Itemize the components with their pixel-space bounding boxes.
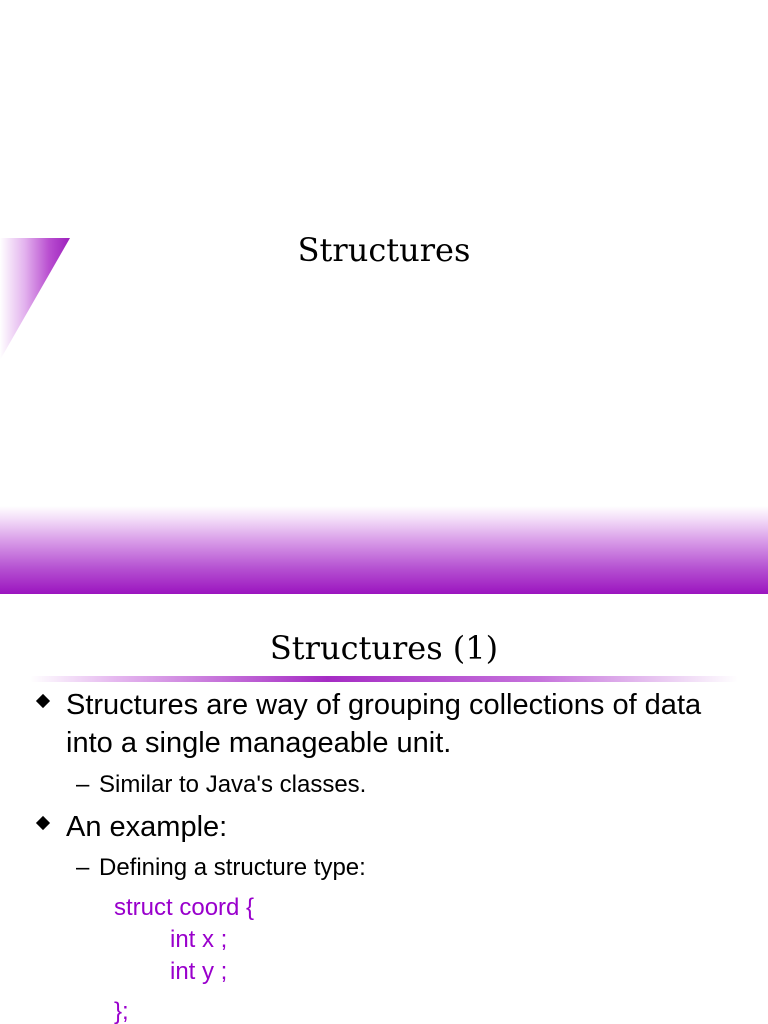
- title-slide: Structures: [0, 231, 768, 594]
- sub-bullet-item: – Similar to Java's classes.: [76, 769, 736, 801]
- bullet-text: An example:: [66, 811, 228, 843]
- sub-bullet-text: Similar to Java's classes.: [99, 771, 367, 798]
- bullet-text: Structures are way of grouping collectio…: [66, 689, 702, 759]
- code-line: };: [114, 998, 129, 1024]
- diamond-bullet-icon: [35, 815, 51, 831]
- title-underline-rule: [30, 676, 738, 682]
- decorative-gradient-band: [0, 506, 768, 594]
- content-slide: Structures (1) Structures are way of gro…: [0, 594, 768, 1024]
- sub-bullet-text: Defining a structure type:: [99, 854, 366, 881]
- code-line: int y ;: [170, 958, 228, 985]
- sub-bullet-item: – Defining a structure type:: [76, 852, 736, 884]
- diamond-bullet-icon: [35, 693, 51, 709]
- slide-title: Structures: [297, 231, 471, 269]
- bullet-item: Structures are way of grouping collectio…: [35, 686, 738, 762]
- code-line: struct coord {: [114, 894, 255, 921]
- dash-bullet-icon: –: [76, 771, 90, 798]
- code-line: int x ;: [170, 926, 228, 953]
- dash-bullet-icon: –: [76, 854, 90, 881]
- bullet-item: An example:: [35, 808, 738, 846]
- slide-title: Structures (1): [269, 629, 499, 667]
